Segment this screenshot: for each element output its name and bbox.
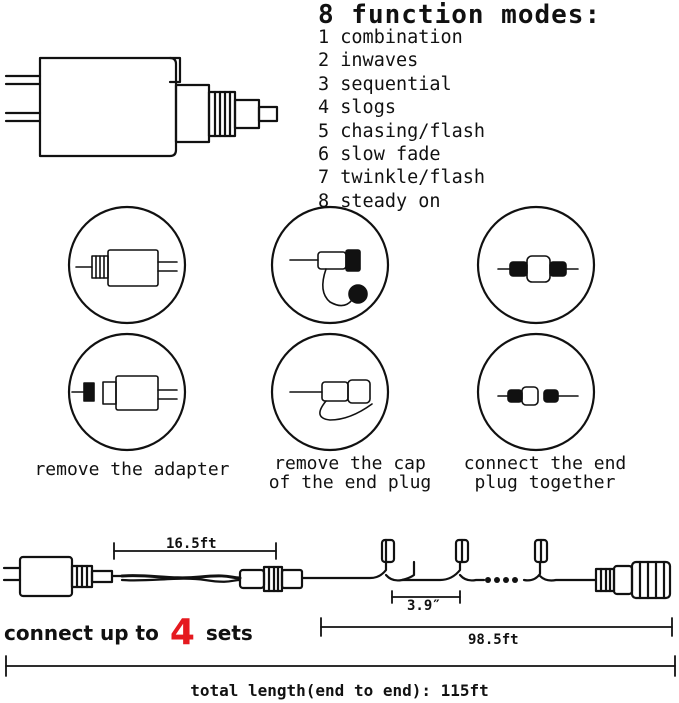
mode-item: 1 combination xyxy=(318,27,463,48)
step-circle-2b xyxy=(270,332,390,452)
lead-length-label: 16.5ft xyxy=(166,536,217,552)
strand-illustration xyxy=(2,538,672,600)
bulb-spacing-label: 3.9″ xyxy=(407,598,441,614)
mode-item: 4 slogs xyxy=(318,97,396,119)
step-caption-1: remove the adapter xyxy=(12,460,252,479)
step-circle-3b xyxy=(476,332,596,452)
modes-list: 1 combination 2 inwaves 3 sequential 4 s… xyxy=(318,26,485,213)
mode-item: 3 sequential xyxy=(318,73,452,95)
total-length-label: total length(end to end): 115ft xyxy=(190,681,489,700)
mode-item: 6 slow fade xyxy=(318,144,441,166)
caption-line: plug together xyxy=(474,472,616,493)
step-circle-1a xyxy=(67,205,187,325)
mode-item: 5 chasing/flash xyxy=(318,120,486,142)
mode-item: 7 twinkle/flash xyxy=(318,167,486,189)
step-caption-3: connect the end plug together xyxy=(440,454,650,492)
caption-line: of the end plug xyxy=(268,472,432,493)
light-length-label: 98.5ft xyxy=(468,632,519,648)
mode-item: 2 inwaves xyxy=(318,50,419,72)
modes-title: 8 function modes: xyxy=(318,0,602,30)
step-circle-3a xyxy=(476,205,596,325)
connect-suffix: sets xyxy=(205,621,253,645)
adapter-illustration xyxy=(4,56,279,158)
dimension-lines xyxy=(5,542,676,677)
mode-item: 8 steady on xyxy=(318,190,441,212)
caption-line: connect the end xyxy=(463,453,627,474)
step-circle-1b xyxy=(67,332,187,452)
caption-line: remove the cap xyxy=(274,453,426,474)
step-caption-2: remove the cap of the end plug xyxy=(240,454,460,492)
connect-prefix: connect up to xyxy=(4,621,159,645)
caption-line: remove the adapter xyxy=(34,459,230,480)
connect-sets-text: connect up to 4 sets xyxy=(4,612,253,653)
step-circle-2a xyxy=(270,205,390,325)
connect-number: 4 xyxy=(169,612,195,653)
